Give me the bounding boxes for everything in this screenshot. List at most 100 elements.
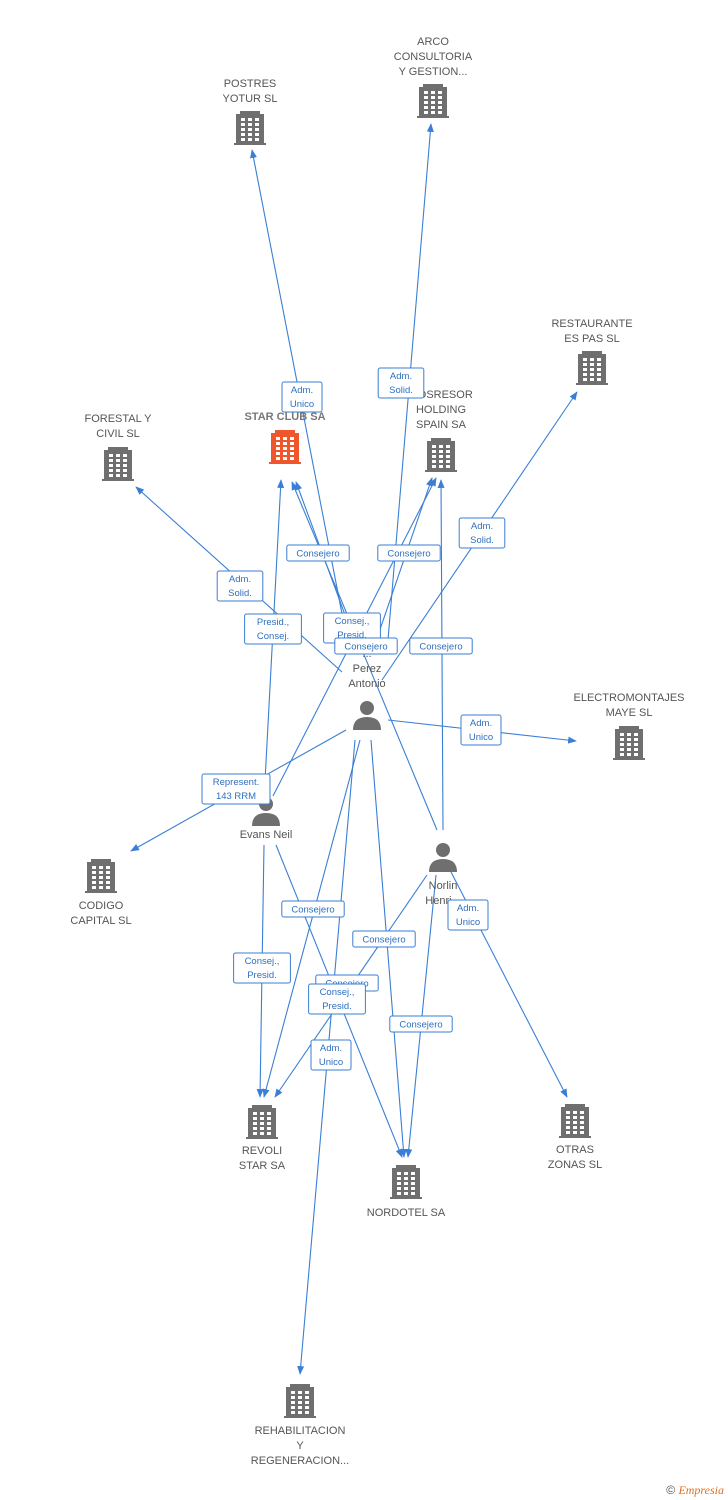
edge-label-perez-to-electro[interactable]: Adm. Unico <box>460 714 502 746</box>
edge-label-perez-to-revoli[interactable]: Consejero <box>281 900 345 918</box>
edge-label-box <box>447 899 489 931</box>
edge-perez-to-nordotel <box>370 739 407 1158</box>
edge-label-perez-to-postres[interactable]: Adm.Unico <box>281 381 323 413</box>
building-icon <box>269 430 301 464</box>
edge-label-box <box>244 613 302 645</box>
edge-label-evans-to-nordotel[interactable]: Consej., Presid. <box>308 983 366 1015</box>
node-label: ARCO <box>417 36 449 48</box>
company-node-codigo[interactable]: CODIGO CAPITAL SL <box>70 859 132 927</box>
node-label: REGENERACION... <box>251 1455 349 1467</box>
node-label: REVOLI <box>242 1145 282 1157</box>
edge-label-text: Adm. <box>291 385 313 396</box>
node-label: CIVIL SL <box>96 428 140 440</box>
node-label: CONSULTORIA <box>394 51 473 63</box>
footer-credit: © Empresia <box>666 1483 724 1498</box>
edge-label-perez-to-forestal[interactable]: Adm.Solid. <box>216 570 264 602</box>
edge-label-norlin-to-holding[interactable]: Consejero <box>409 637 473 655</box>
edge-label-text: Adm. <box>229 574 251 585</box>
company-node-arco[interactable]: ARCO CONSULTORIA Y GESTION... <box>394 36 473 118</box>
building-icon <box>246 1105 278 1139</box>
edge-norlin-to-holding <box>437 479 445 831</box>
brand-logo[interactable]: Empresia <box>678 1483 724 1497</box>
node-label: SPAIN SA <box>416 419 467 431</box>
building-icon <box>390 1165 422 1199</box>
company-node-nordotel[interactable]: NORDOTEL SA <box>367 1165 446 1219</box>
edge-label-box <box>216 570 264 602</box>
building-icon <box>425 438 457 472</box>
edge-label-box <box>310 1039 352 1071</box>
edge-label-perez-to-restaurante[interactable]: Adm. Solid. <box>458 517 506 549</box>
node-label: CAPITAL SL <box>70 915 131 927</box>
edge-label-text: Unico <box>456 917 480 928</box>
node-label: POSTRES <box>224 78 277 90</box>
building-icon <box>613 726 645 760</box>
edge-label-text: Adm. <box>457 903 479 914</box>
company-node-starclub[interactable]: STAR CLUB SA <box>244 411 326 464</box>
node-label: Norlin <box>429 880 458 892</box>
edge-label-norlin-to-otras[interactable]: Adm. Unico <box>447 899 489 931</box>
edge-label-text: Solid. <box>470 535 494 546</box>
edge-label-text: Consejero <box>296 549 339 560</box>
building-icon <box>234 111 266 145</box>
edge-label-perez-to-rehab[interactable]: Adm.Unico <box>310 1039 352 1071</box>
node-label: YOTUR SL <box>222 93 277 105</box>
edge-label-box <box>377 367 425 399</box>
node-label: NORDOTEL SA <box>367 1207 446 1219</box>
edge-label-perez-to-nordotel[interactable]: Consejero <box>352 930 416 948</box>
person-icon <box>353 701 381 730</box>
edge-label-text: Unico <box>469 732 493 743</box>
node-label: ELECTROMONTAJES <box>573 692 684 704</box>
edge-label-text: Adm. <box>470 718 492 729</box>
edge-label-perez-to-arco[interactable]: Adm.Solid. <box>377 367 425 399</box>
edge-label-perez-to-holding[interactable]: Consejero <box>377 544 441 562</box>
edge-label-perez-to-codigo[interactable]: Represent.143 RRM <box>201 773 271 805</box>
edge-label-evans-to-revoli[interactable]: Consej., Presid. <box>233 952 291 984</box>
node-label: FORESTAL Y <box>84 413 152 425</box>
edge-label-norlin-to-starclub[interactable]: Consejero <box>286 544 350 562</box>
edge-label-text: Consej. <box>257 631 289 642</box>
building-icon <box>102 447 134 481</box>
edge-label-box <box>233 952 291 984</box>
edge-label-text: Consejero <box>387 549 430 560</box>
nodes-layer: POSTRES YOTUR SL ARCO CONSULTORIA Y GESTION.… <box>70 36 684 1467</box>
edge-label-box <box>352 930 416 948</box>
edge-label-text: Presid. <box>322 1001 352 1012</box>
edge-label-text: Consej., <box>320 987 355 998</box>
edge-label-box <box>458 517 506 549</box>
edge-label-box <box>308 983 366 1015</box>
company-node-postres[interactable]: POSTRES YOTUR SL <box>222 78 278 145</box>
edge-label-norlin-to-nordotel[interactable]: Consejero <box>389 1015 453 1033</box>
edge-label-text: Presid. <box>337 630 367 641</box>
edge-label-text: Adm. <box>471 521 493 532</box>
edge-label-box <box>389 1015 453 1033</box>
edge-label-box <box>281 381 323 413</box>
edge-label-box <box>334 637 398 655</box>
edge-label-evans-to-starclub[interactable]: Presid.,Consej. <box>244 613 302 645</box>
node-label: CODIGO <box>79 900 124 912</box>
node-label: HOLDING <box>416 404 466 416</box>
node-label: Y <box>296 1440 304 1452</box>
company-node-holding[interactable]: ...DSRESOR HOLDING SPAIN SA <box>409 389 473 472</box>
node-label: ...DSRESOR <box>409 389 473 401</box>
edge-label-text: Consejero <box>362 935 405 946</box>
node-label: OTRAS <box>556 1144 594 1156</box>
edge-label-text: Consej., <box>335 616 370 627</box>
edge-label-text: Adm. <box>320 1043 342 1054</box>
person-node-norlin[interactable]: NorlinHenri... <box>425 843 461 907</box>
node-label: Y GESTION... <box>399 66 468 78</box>
building-icon <box>417 84 449 118</box>
person-icon <box>429 843 457 872</box>
building-icon <box>559 1104 591 1138</box>
company-node-rehab[interactable]: REHABILITACIONYREGENERACION... <box>251 1384 349 1467</box>
edge-label-text: Consejero <box>344 642 387 653</box>
edge-label-text: Presid. <box>247 970 277 981</box>
edge-label-box <box>286 544 350 562</box>
edge-label-evans-to-holding[interactable]: Consejero <box>334 637 398 655</box>
company-node-forestal[interactable]: FORESTAL Y CIVIL SL <box>84 413 152 481</box>
edge-label-text: Consej., <box>245 956 280 967</box>
